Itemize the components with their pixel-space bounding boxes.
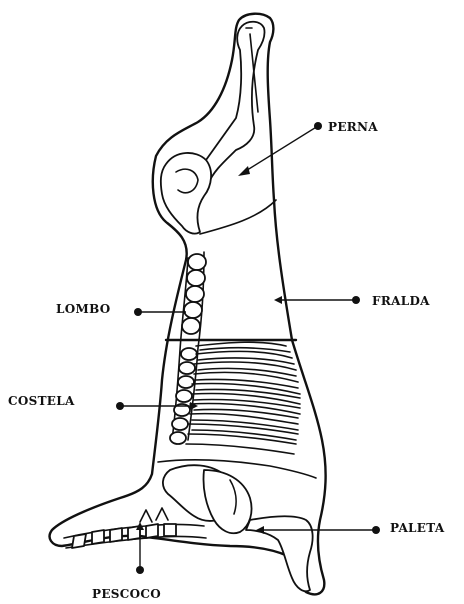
label-fralda: FRALDA <box>372 294 430 308</box>
callout-costela: COSTELA <box>8 394 198 410</box>
callout-fralda: FRALDA <box>274 294 430 308</box>
callout-perna: PERNA <box>238 120 378 176</box>
pelvis-bone <box>161 153 211 234</box>
perna-arrowhead <box>238 166 250 176</box>
label-lombo: LOMBO <box>56 302 111 316</box>
fralda-arrowhead <box>274 296 282 304</box>
label-paleta: PALETA <box>390 521 445 535</box>
label-costela: COSTELA <box>8 394 75 408</box>
label-pescoco: PESCOCO <box>92 587 161 601</box>
perna-leader <box>244 126 318 172</box>
callout-lombo: LOMBO <box>56 302 186 316</box>
scapula-bone <box>163 465 252 533</box>
ribs <box>186 342 300 454</box>
spine <box>170 252 206 444</box>
label-perna: PERNA <box>328 120 378 134</box>
